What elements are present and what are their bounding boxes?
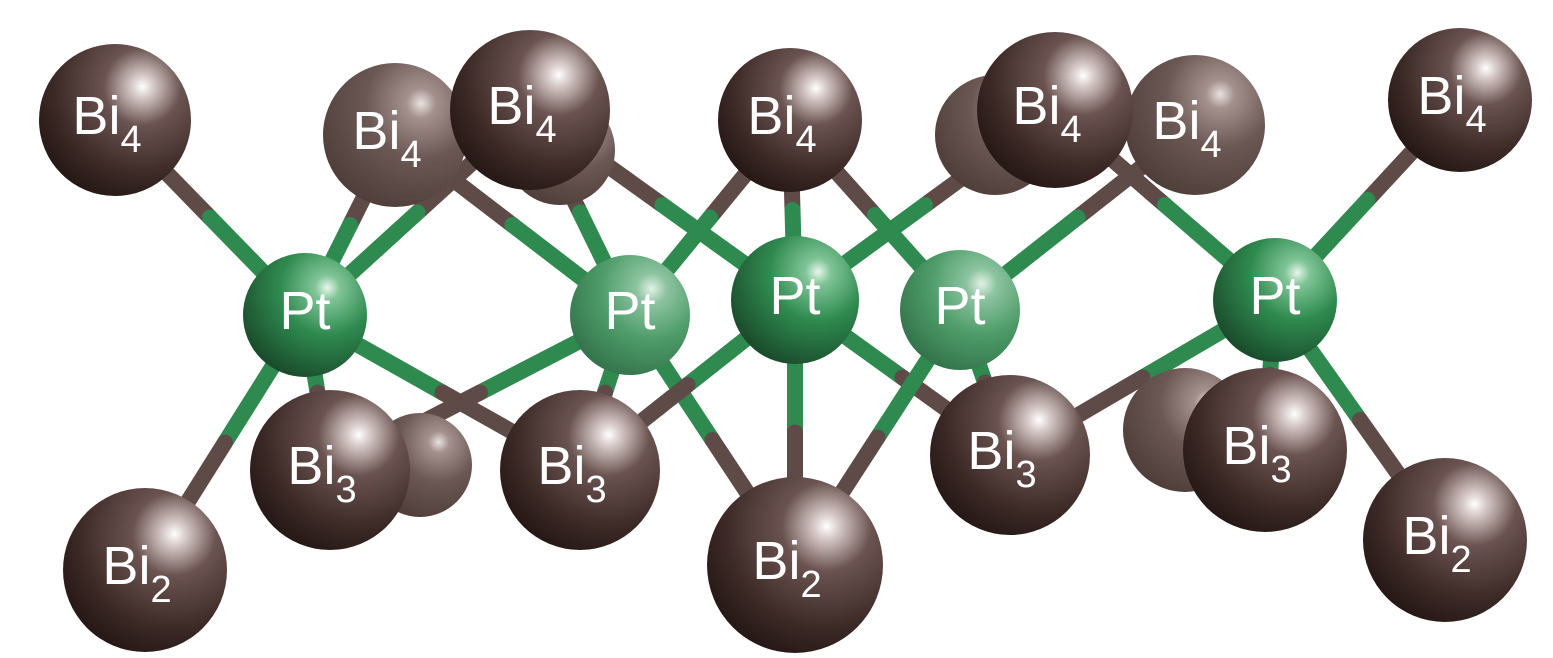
element-symbol: Bi [72, 86, 120, 146]
atom-label: Bi4 [72, 86, 141, 161]
bismuth-atom: Bi4 [450, 30, 610, 190]
element-symbol: Pt [769, 266, 820, 326]
site-subscript: 4 [1200, 124, 1221, 166]
bismuth-atom: Bi2 [63, 488, 227, 652]
atom-label: Pt [934, 276, 985, 336]
element-symbol: Bi [747, 86, 795, 146]
bismuth-atom: Bi2 [1363, 458, 1527, 622]
atom-label: Bi4 [747, 86, 816, 161]
element-symbol: Bi [1152, 91, 1200, 151]
atom-sphere [323, 63, 467, 207]
atom-sphere [977, 32, 1133, 188]
site-subscript: 4 [400, 134, 421, 176]
element-symbol: Bi [752, 531, 800, 591]
bismuth-atom: Bi4 [1388, 28, 1532, 172]
element-symbol: Pt [1249, 266, 1300, 326]
platinum-atom: Pt [570, 255, 690, 375]
element-symbol: Bi [1402, 506, 1450, 566]
bismuth-atom: Bi3 [500, 390, 660, 550]
element-symbol: Bi [352, 101, 400, 161]
element-symbol: Pt [604, 281, 655, 341]
atom-label: Bi4 [352, 101, 421, 176]
atom-label: Bi4 [1012, 76, 1081, 151]
atom-label: Pt [279, 281, 330, 341]
atom-label: Pt [769, 266, 820, 326]
bismuth-atom: Bi4 [39, 44, 191, 196]
bismuth-atom: Bi3 [250, 390, 410, 550]
atom-label: Bi2 [752, 531, 821, 606]
atom-sphere [930, 375, 1090, 535]
element-symbol: Bi [102, 536, 150, 596]
site-subscript: 3 [585, 469, 606, 511]
atom-label: Bi4 [1417, 66, 1486, 141]
element-symbol: Pt [279, 281, 330, 341]
atom-sphere [500, 390, 660, 550]
atom-label: Bi2 [1402, 506, 1471, 581]
element-symbol: Bi [287, 436, 335, 496]
site-subscript: 4 [535, 109, 556, 151]
atom-label: Pt [604, 281, 655, 341]
site-subscript: 4 [795, 119, 816, 161]
platinum-atom: Pt [900, 250, 1020, 370]
atom-sphere [718, 48, 862, 192]
atom-sphere [900, 250, 1020, 370]
atom-sphere [63, 488, 227, 652]
atom-sphere [1363, 458, 1527, 622]
bismuth-atom: Bi3 [930, 375, 1090, 535]
atom-sphere [39, 44, 191, 196]
atom-label: Bi3 [287, 436, 356, 511]
platinum-atom: Pt [1213, 238, 1337, 362]
bismuth-atom: Bi4 [977, 32, 1133, 188]
atom-sphere [1388, 28, 1532, 172]
element-symbol: Bi [487, 76, 535, 136]
platinum-atom: Pt [243, 253, 367, 377]
site-subscript: 2 [800, 564, 821, 606]
site-subscript: 4 [1060, 109, 1081, 151]
atom-label: Bi2 [102, 536, 171, 611]
site-subscript: 3 [1015, 454, 1036, 496]
atom-sphere [707, 477, 883, 653]
atom-label: Bi3 [537, 436, 606, 511]
atom-sphere [250, 390, 410, 550]
site-subscript: 3 [1270, 449, 1291, 491]
bismuth-atom: Bi4 [718, 48, 862, 192]
site-subscript: 2 [1450, 539, 1471, 581]
atom-label: Bi4 [487, 76, 556, 151]
element-symbol: Bi [1222, 416, 1270, 476]
element-symbol: Bi [537, 436, 585, 496]
atom-sphere [243, 253, 367, 377]
bismuth-atom: Bi4 [323, 63, 467, 207]
site-subscript: 2 [150, 569, 171, 611]
element-symbol: Bi [967, 421, 1015, 481]
platinum-atom: Pt [731, 236, 859, 364]
atom-label: Bi4 [1152, 91, 1221, 166]
atom-sphere [731, 236, 859, 364]
atom-sphere [1183, 368, 1347, 532]
atom-sphere [450, 30, 610, 190]
element-symbol: Bi [1417, 66, 1465, 126]
site-subscript: 4 [1465, 99, 1486, 141]
element-symbol: Bi [1012, 76, 1060, 136]
atom-label: Bi3 [967, 421, 1036, 496]
bismuth-atom: Bi4 [1125, 55, 1265, 195]
site-subscript: 3 [335, 469, 356, 511]
atom-sphere [1125, 55, 1265, 195]
atom-label: Bi3 [1222, 416, 1291, 491]
site-subscript: 4 [120, 119, 141, 161]
element-symbol: Pt [934, 276, 985, 336]
atom-sphere [570, 255, 690, 375]
bismuth-atom: Bi2 [707, 477, 883, 653]
atom-sphere [1213, 238, 1337, 362]
atom-label: Pt [1249, 266, 1300, 326]
bismuth-atom: Bi3 [1183, 368, 1347, 532]
